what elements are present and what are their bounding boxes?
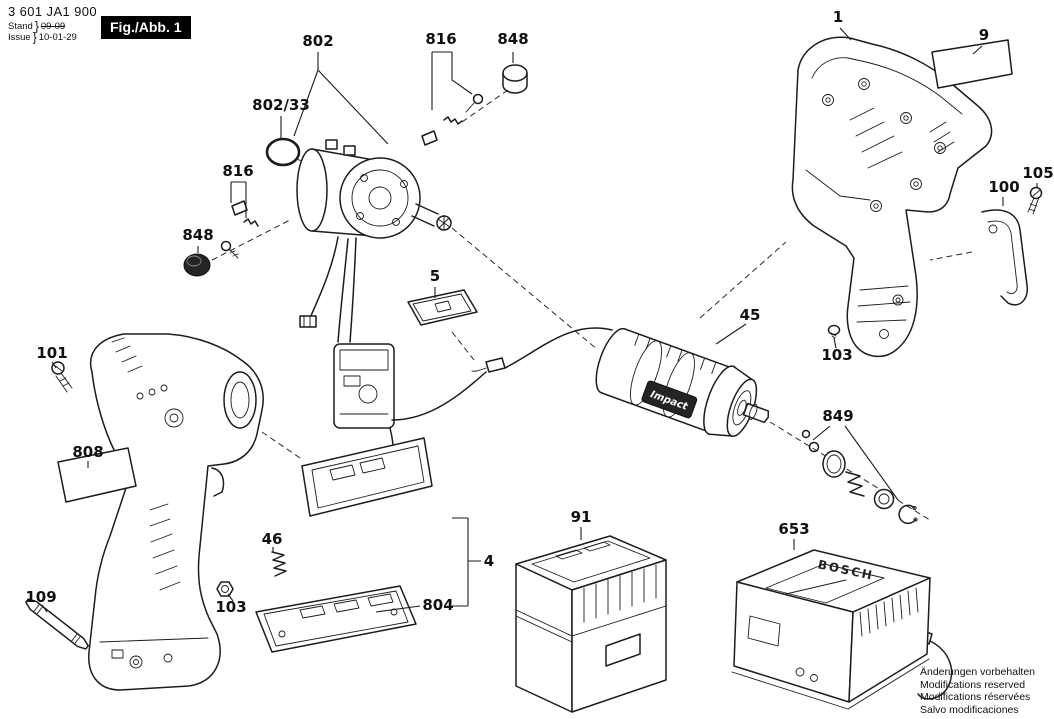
callout-802-33: 802/33 bbox=[252, 96, 310, 114]
callout-848-upper: 848 bbox=[497, 30, 528, 48]
housing-screw-drawing bbox=[827, 324, 841, 339]
callout-802: 802 bbox=[302, 32, 333, 50]
callout-816-lower: 816 bbox=[222, 162, 253, 180]
anvil-parts-drawing bbox=[801, 429, 918, 525]
callout-109: 109 bbox=[25, 588, 56, 606]
callout-46: 46 bbox=[262, 530, 283, 548]
brace: } bbox=[34, 18, 39, 34]
legal-footer: Änderungen vorbehalten Modifications res… bbox=[920, 666, 1035, 716]
oring-drawing bbox=[265, 137, 301, 167]
callout-1: 1 bbox=[833, 8, 843, 26]
clip-screw-drawing bbox=[1027, 186, 1043, 215]
callout-91: 91 bbox=[571, 508, 592, 526]
superseded-date: 09-09 bbox=[40, 21, 66, 32]
callout-816-upper: 816 bbox=[425, 30, 456, 48]
switch-assembly-drawing bbox=[299, 315, 487, 517]
cap-lower-drawing bbox=[183, 253, 211, 277]
figure-label: Fig./Abb. 1 bbox=[101, 16, 191, 39]
callout-105: 105 bbox=[1022, 164, 1053, 182]
callout-9: 9 bbox=[979, 26, 989, 44]
tool-body-drawing bbox=[88, 333, 264, 691]
callout-labels: 802 816 848 802/33 816 848 5 1 9 105 100… bbox=[25, 8, 1053, 616]
issue-date: 10-01-29 bbox=[38, 32, 77, 43]
issue-block: Stand } 09-09 Issue } 10-01-29 bbox=[8, 18, 77, 45]
screwdriver-bit-drawing bbox=[25, 598, 89, 650]
type-number: 3 601 JA1 900 bbox=[8, 4, 98, 19]
sticker-left-drawing bbox=[57, 447, 137, 503]
stand-label: Stand bbox=[8, 21, 33, 32]
footer-line: Modifications reserved bbox=[920, 678, 1026, 691]
footer-line: Salvo modificaciones bbox=[920, 703, 1019, 716]
callout-804: 804 bbox=[422, 596, 453, 614]
brace: } bbox=[32, 29, 37, 45]
charger-drawing: BOSCH bbox=[731, 549, 953, 710]
spring-drawing bbox=[271, 551, 287, 577]
screw-left-drawing bbox=[51, 361, 73, 393]
impact-mechanism-drawing: Impact bbox=[471, 327, 770, 437]
brushes-upper-drawing bbox=[421, 93, 484, 146]
callout-103-housing: 103 bbox=[821, 346, 852, 364]
battery-pack-drawing bbox=[515, 535, 667, 713]
footer-line: Änderungen vorbehalten bbox=[920, 666, 1036, 678]
callout-808: 808 bbox=[72, 443, 103, 461]
callout-4: 4 bbox=[484, 552, 494, 570]
cover-plate-drawing bbox=[407, 289, 478, 326]
callout-45: 45 bbox=[740, 306, 761, 324]
contact-plate-drawing bbox=[255, 585, 417, 653]
callout-100: 100 bbox=[988, 178, 1019, 196]
sticker-right-drawing bbox=[931, 39, 1013, 89]
belt-clip-drawing bbox=[981, 209, 1028, 306]
callout-leader-lines bbox=[41, 27, 1038, 613]
motor-assembly-drawing bbox=[296, 139, 452, 343]
nut-drawing bbox=[216, 581, 234, 597]
callout-103-nut: 103 bbox=[215, 598, 246, 616]
callout-848-lower: 848 bbox=[182, 226, 213, 244]
callout-101: 101 bbox=[36, 344, 67, 362]
callout-849: 849 bbox=[822, 407, 853, 425]
callout-653: 653 bbox=[778, 520, 809, 538]
sleeve-upper-drawing bbox=[502, 64, 528, 94]
housing-right-drawing bbox=[791, 36, 993, 358]
brushes-lower-drawing bbox=[220, 200, 259, 259]
callout-5: 5 bbox=[430, 267, 440, 285]
issue-label: Issue bbox=[8, 32, 31, 43]
footer-line: Modifications réservées bbox=[920, 691, 1031, 703]
